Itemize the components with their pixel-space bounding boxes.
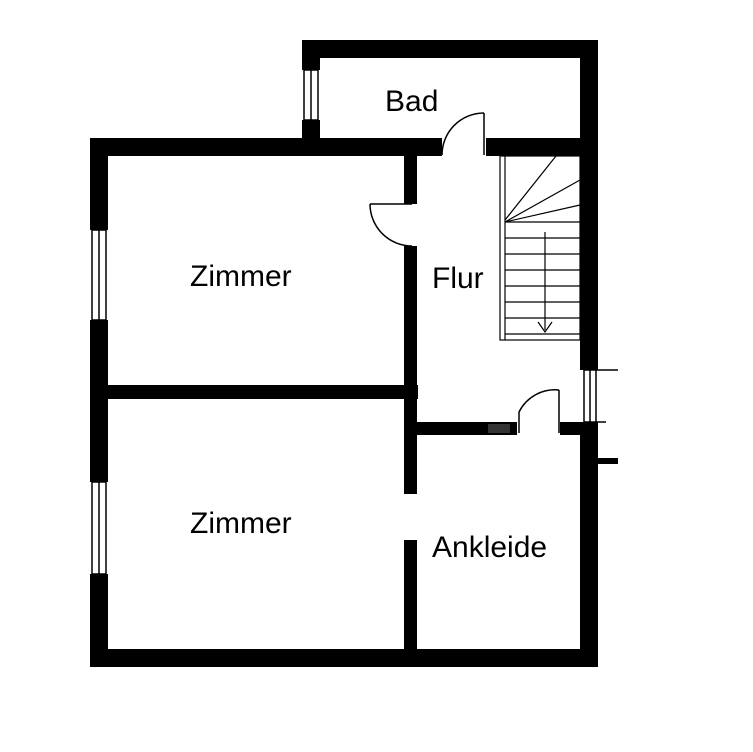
wall-bad-top xyxy=(302,40,598,58)
wall-right-lower xyxy=(580,422,598,667)
wall-bottom xyxy=(90,649,598,667)
doors xyxy=(369,112,560,433)
room-label-flur: Flur xyxy=(432,262,484,295)
wall-bad-bottom-left xyxy=(302,138,442,156)
wall-zimmer-divider xyxy=(108,385,418,399)
sliding-door xyxy=(440,424,490,433)
door-zimmer-swing xyxy=(369,203,413,247)
wall-left-3 xyxy=(90,574,108,667)
wall-ankleide-top-right xyxy=(560,422,598,435)
room-label-ankleide: Ankleide xyxy=(432,531,547,564)
room-label-bad: Bad xyxy=(385,85,438,118)
door-bad-swing xyxy=(441,112,485,156)
wall-bad-bottom-right xyxy=(486,138,598,156)
staircase xyxy=(499,155,581,341)
wall-left-1 xyxy=(90,138,108,230)
stair-arrow-head xyxy=(537,321,553,334)
wall-right-upper xyxy=(580,40,598,370)
wall-interior-lower xyxy=(404,540,417,652)
wall-right-stub xyxy=(598,458,618,464)
wall-top-main xyxy=(90,138,310,156)
wall-bad-left-upper xyxy=(302,40,320,70)
wall-left-2 xyxy=(90,320,108,482)
walls xyxy=(90,40,618,667)
stair-outline xyxy=(499,155,581,341)
room-label-zimmer-top: Zimmer xyxy=(190,260,292,293)
wall-interior-middle xyxy=(404,246,417,494)
windows xyxy=(91,69,618,575)
sliding-door-end xyxy=(488,424,510,433)
door-ankleide-swing xyxy=(518,389,560,413)
room-label-zimmer-bottom: Zimmer xyxy=(190,507,292,540)
wall-interior-upper xyxy=(404,156,417,204)
room-labels: Bad Zimmer Flur Zimmer Ankleide xyxy=(190,85,547,564)
